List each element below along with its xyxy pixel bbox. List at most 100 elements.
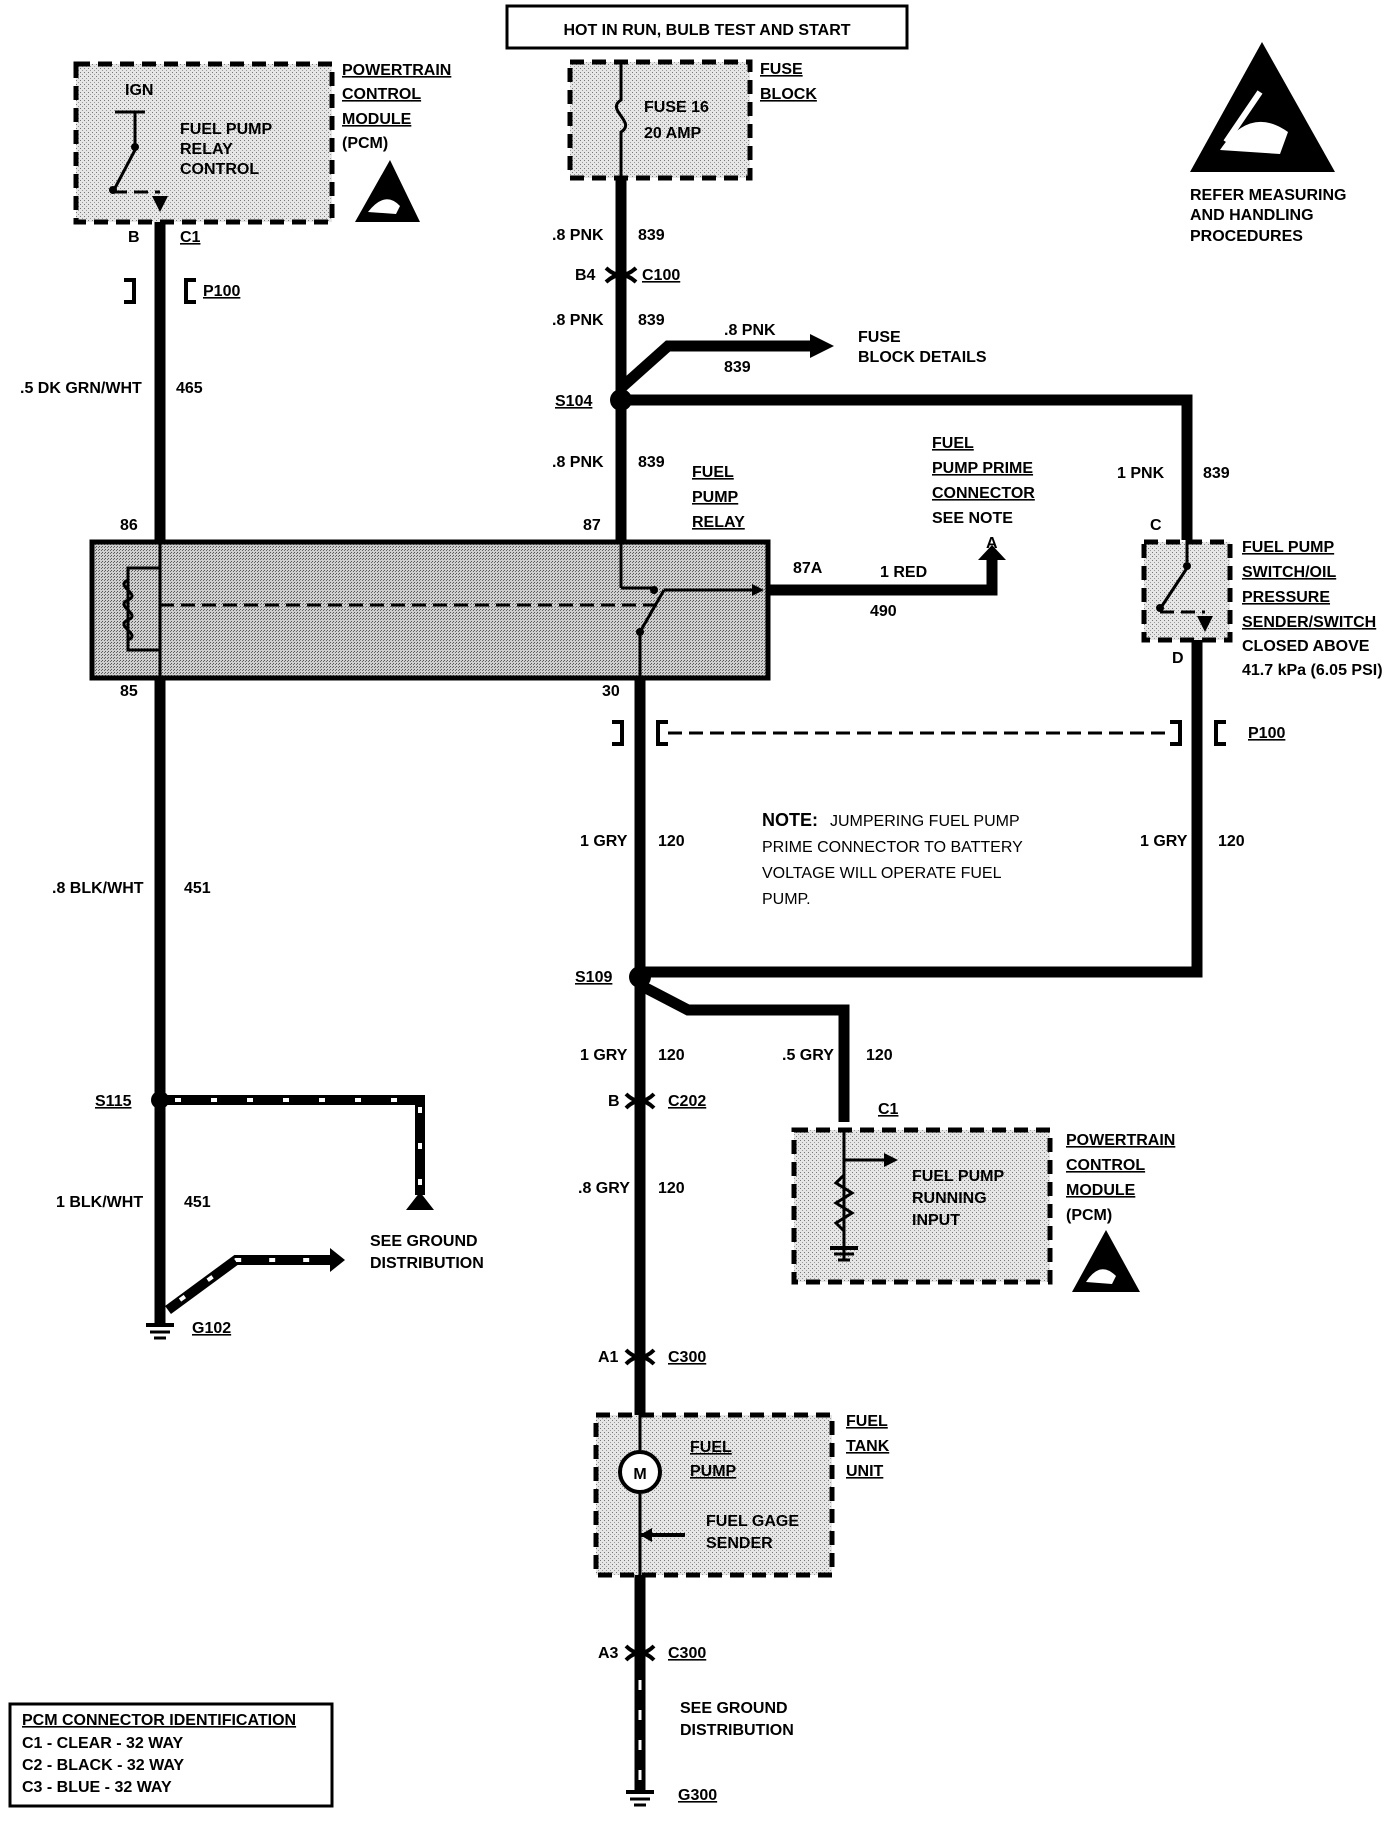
oil-switch-pin-d: D bbox=[1172, 650, 1184, 667]
pcm-top-pin: B bbox=[128, 229, 140, 246]
s109-label: S109 bbox=[575, 969, 612, 986]
wire-465-gauge: .5 DK GRN/WHT bbox=[20, 380, 142, 397]
oil-switch-pin-c: C bbox=[1150, 517, 1162, 534]
pcm-bottom-box bbox=[791, 1127, 1053, 1285]
ground-left-2: DISTRIBUTION bbox=[370, 1255, 484, 1272]
prime-connector-4: SEE NOTE bbox=[932, 510, 1013, 527]
relay-contacts bbox=[619, 540, 764, 678]
pcm-top-name: POWERTRAIN CONTROL MODULE (PCM) bbox=[342, 62, 451, 152]
esd-note-2: AND HANDLING bbox=[1190, 207, 1314, 224]
wire-490-pin: 87A bbox=[793, 560, 823, 577]
note-block: NOTE: JUMPERING FUEL PUMP PRIME CONNECTO… bbox=[762, 810, 1023, 908]
legend-title: PCM CONNECTOR IDENTIFICATION bbox=[22, 1712, 296, 1729]
wire-839-to-switch bbox=[621, 394, 1193, 540]
note-line-1: PRIME CONNECTOR TO BATTERY bbox=[762, 839, 1023, 856]
g102-ground-icon bbox=[146, 1323, 174, 1340]
wire-839-fuse-details bbox=[617, 340, 810, 393]
shield-drain-a-dash bbox=[175, 1098, 422, 1190]
g300-ground-icon bbox=[626, 1790, 654, 1807]
relay-pin-86: 86 bbox=[120, 517, 138, 534]
fuse-element bbox=[614, 62, 628, 178]
shield-drain-a bbox=[160, 1095, 425, 1195]
pcm-top-inner-3: CONTROL bbox=[180, 161, 259, 178]
fuel-tank-box bbox=[593, 1412, 835, 1578]
c300-a-label: C300 bbox=[668, 1349, 706, 1366]
fuse-details-dest-2: BLOCK DETAILS bbox=[858, 349, 987, 366]
wire-451-a-gauge: .8 BLK/WHT bbox=[52, 880, 144, 897]
motor-label: M bbox=[633, 1466, 646, 1483]
power-source-label: HOT IN RUN, BULB TEST AND START bbox=[563, 22, 850, 39]
s104-label: S104 bbox=[555, 393, 592, 410]
relay-coil bbox=[122, 540, 660, 678]
oil-switch-name-4: SENDER/SWITCH bbox=[1242, 614, 1376, 631]
fuse-rating: 20 AMP bbox=[644, 125, 702, 142]
wire-839-d-gauge: 1 PNK bbox=[1117, 465, 1165, 482]
legend-row-3: C3 - BLUE - 32 WAY bbox=[22, 1779, 172, 1796]
wire-120-d-circuit: 120 bbox=[866, 1047, 893, 1064]
c300-a-connector bbox=[624, 1348, 656, 1366]
tank-pump-1: FUEL bbox=[690, 1439, 732, 1456]
g102-label: G102 bbox=[192, 1320, 231, 1337]
pcm-bottom-name-3: MODULE bbox=[1066, 1182, 1136, 1199]
pcm-bottom-inner-3: INPUT bbox=[912, 1212, 960, 1229]
pcm-top-inner-2: RELAY bbox=[180, 141, 233, 158]
note-first: JUMPERING FUEL PUMP bbox=[830, 813, 1020, 830]
s115-label: S115 bbox=[95, 1093, 132, 1110]
tank-pump-2: PUMP bbox=[690, 1463, 737, 1480]
pcm-top-name-2: CONTROL bbox=[342, 86, 421, 103]
note-line-2: VOLTAGE WILL OPERATE FUEL bbox=[762, 865, 1002, 882]
wire-465-circuit: 465 bbox=[176, 380, 203, 397]
pcm-bottom-inner-1: FUEL PUMP bbox=[912, 1168, 1004, 1185]
shield-drain-b-term bbox=[330, 1248, 345, 1272]
wire-451-b-circuit: 451 bbox=[184, 1194, 211, 1211]
relay-name-2: PUMP bbox=[692, 489, 739, 506]
wire-120-b-circuit: 120 bbox=[1218, 833, 1245, 850]
relay-pin-30: 30 bbox=[602, 683, 620, 700]
ground-left-1: SEE GROUND bbox=[370, 1233, 478, 1250]
wire-120-from-switch bbox=[640, 640, 1203, 978]
tank-gage-1: FUEL GAGE bbox=[706, 1513, 799, 1530]
wire-839-c-gauge: .8 PNK bbox=[552, 454, 604, 471]
ground-bottom-1: SEE GROUND bbox=[680, 1700, 788, 1717]
shield-drain-b-dash bbox=[178, 1258, 330, 1302]
tank-name-1: FUEL bbox=[846, 1413, 888, 1430]
c100-label: C100 bbox=[642, 267, 680, 284]
note-label: NOTE: bbox=[762, 810, 818, 830]
p100-top-connector bbox=[124, 278, 196, 304]
fuse-name: FUSE 16 bbox=[644, 99, 709, 116]
wire-120-e-gauge: .8 GRY bbox=[578, 1180, 630, 1197]
c300-b-pin: A3 bbox=[598, 1645, 619, 1662]
pcm-top-box bbox=[73, 61, 335, 225]
wire-120-e-circuit: 120 bbox=[658, 1180, 685, 1197]
relay-pin-85: 85 bbox=[120, 683, 138, 700]
pcm-bottom-name-1: POWERTRAIN bbox=[1066, 1132, 1175, 1149]
prime-connector-terminal bbox=[978, 545, 1006, 560]
pcm-bottom-inner-2: RUNNING bbox=[912, 1190, 987, 1207]
shield-drain-a-term bbox=[406, 1192, 434, 1210]
pcm-bottom-name-2: CONTROL bbox=[1066, 1157, 1145, 1174]
wire-120-c-circuit: 120 bbox=[658, 1047, 685, 1064]
pcm-bottom-connector: C1 bbox=[878, 1101, 899, 1118]
c300-b-label: C300 bbox=[668, 1645, 706, 1662]
esd-icon-bottom bbox=[1072, 1230, 1140, 1292]
c100-pin: B4 bbox=[575, 267, 596, 284]
wire-120-a-gauge: 1 GRY bbox=[580, 833, 628, 850]
wire-120-c-gauge: 1 GRY bbox=[580, 1047, 628, 1064]
relay-box bbox=[89, 539, 771, 681]
prime-connector-2: PUMP PRIME bbox=[932, 460, 1033, 477]
ground-bottom-2: DISTRIBUTION bbox=[680, 1722, 794, 1739]
pcm-top-name-3: MODULE bbox=[342, 111, 412, 128]
tank-gage-2: SENDER bbox=[706, 1535, 773, 1552]
pcm-bottom-input bbox=[830, 1130, 898, 1262]
esd-note-3: PROCEDURES bbox=[1190, 228, 1303, 245]
pcm-top-inner-1: FUEL PUMP bbox=[180, 121, 272, 138]
power-source-box bbox=[505, 4, 909, 50]
pcm-top-name-4: (PCM) bbox=[342, 135, 388, 152]
fuse-block-box bbox=[567, 59, 753, 181]
pcm-top-name-1: POWERTRAIN bbox=[342, 62, 451, 79]
p100-mid-connector bbox=[612, 720, 1226, 746]
wire-839-b-circuit: 839 bbox=[638, 312, 665, 329]
c202-pin: B bbox=[608, 1093, 620, 1110]
